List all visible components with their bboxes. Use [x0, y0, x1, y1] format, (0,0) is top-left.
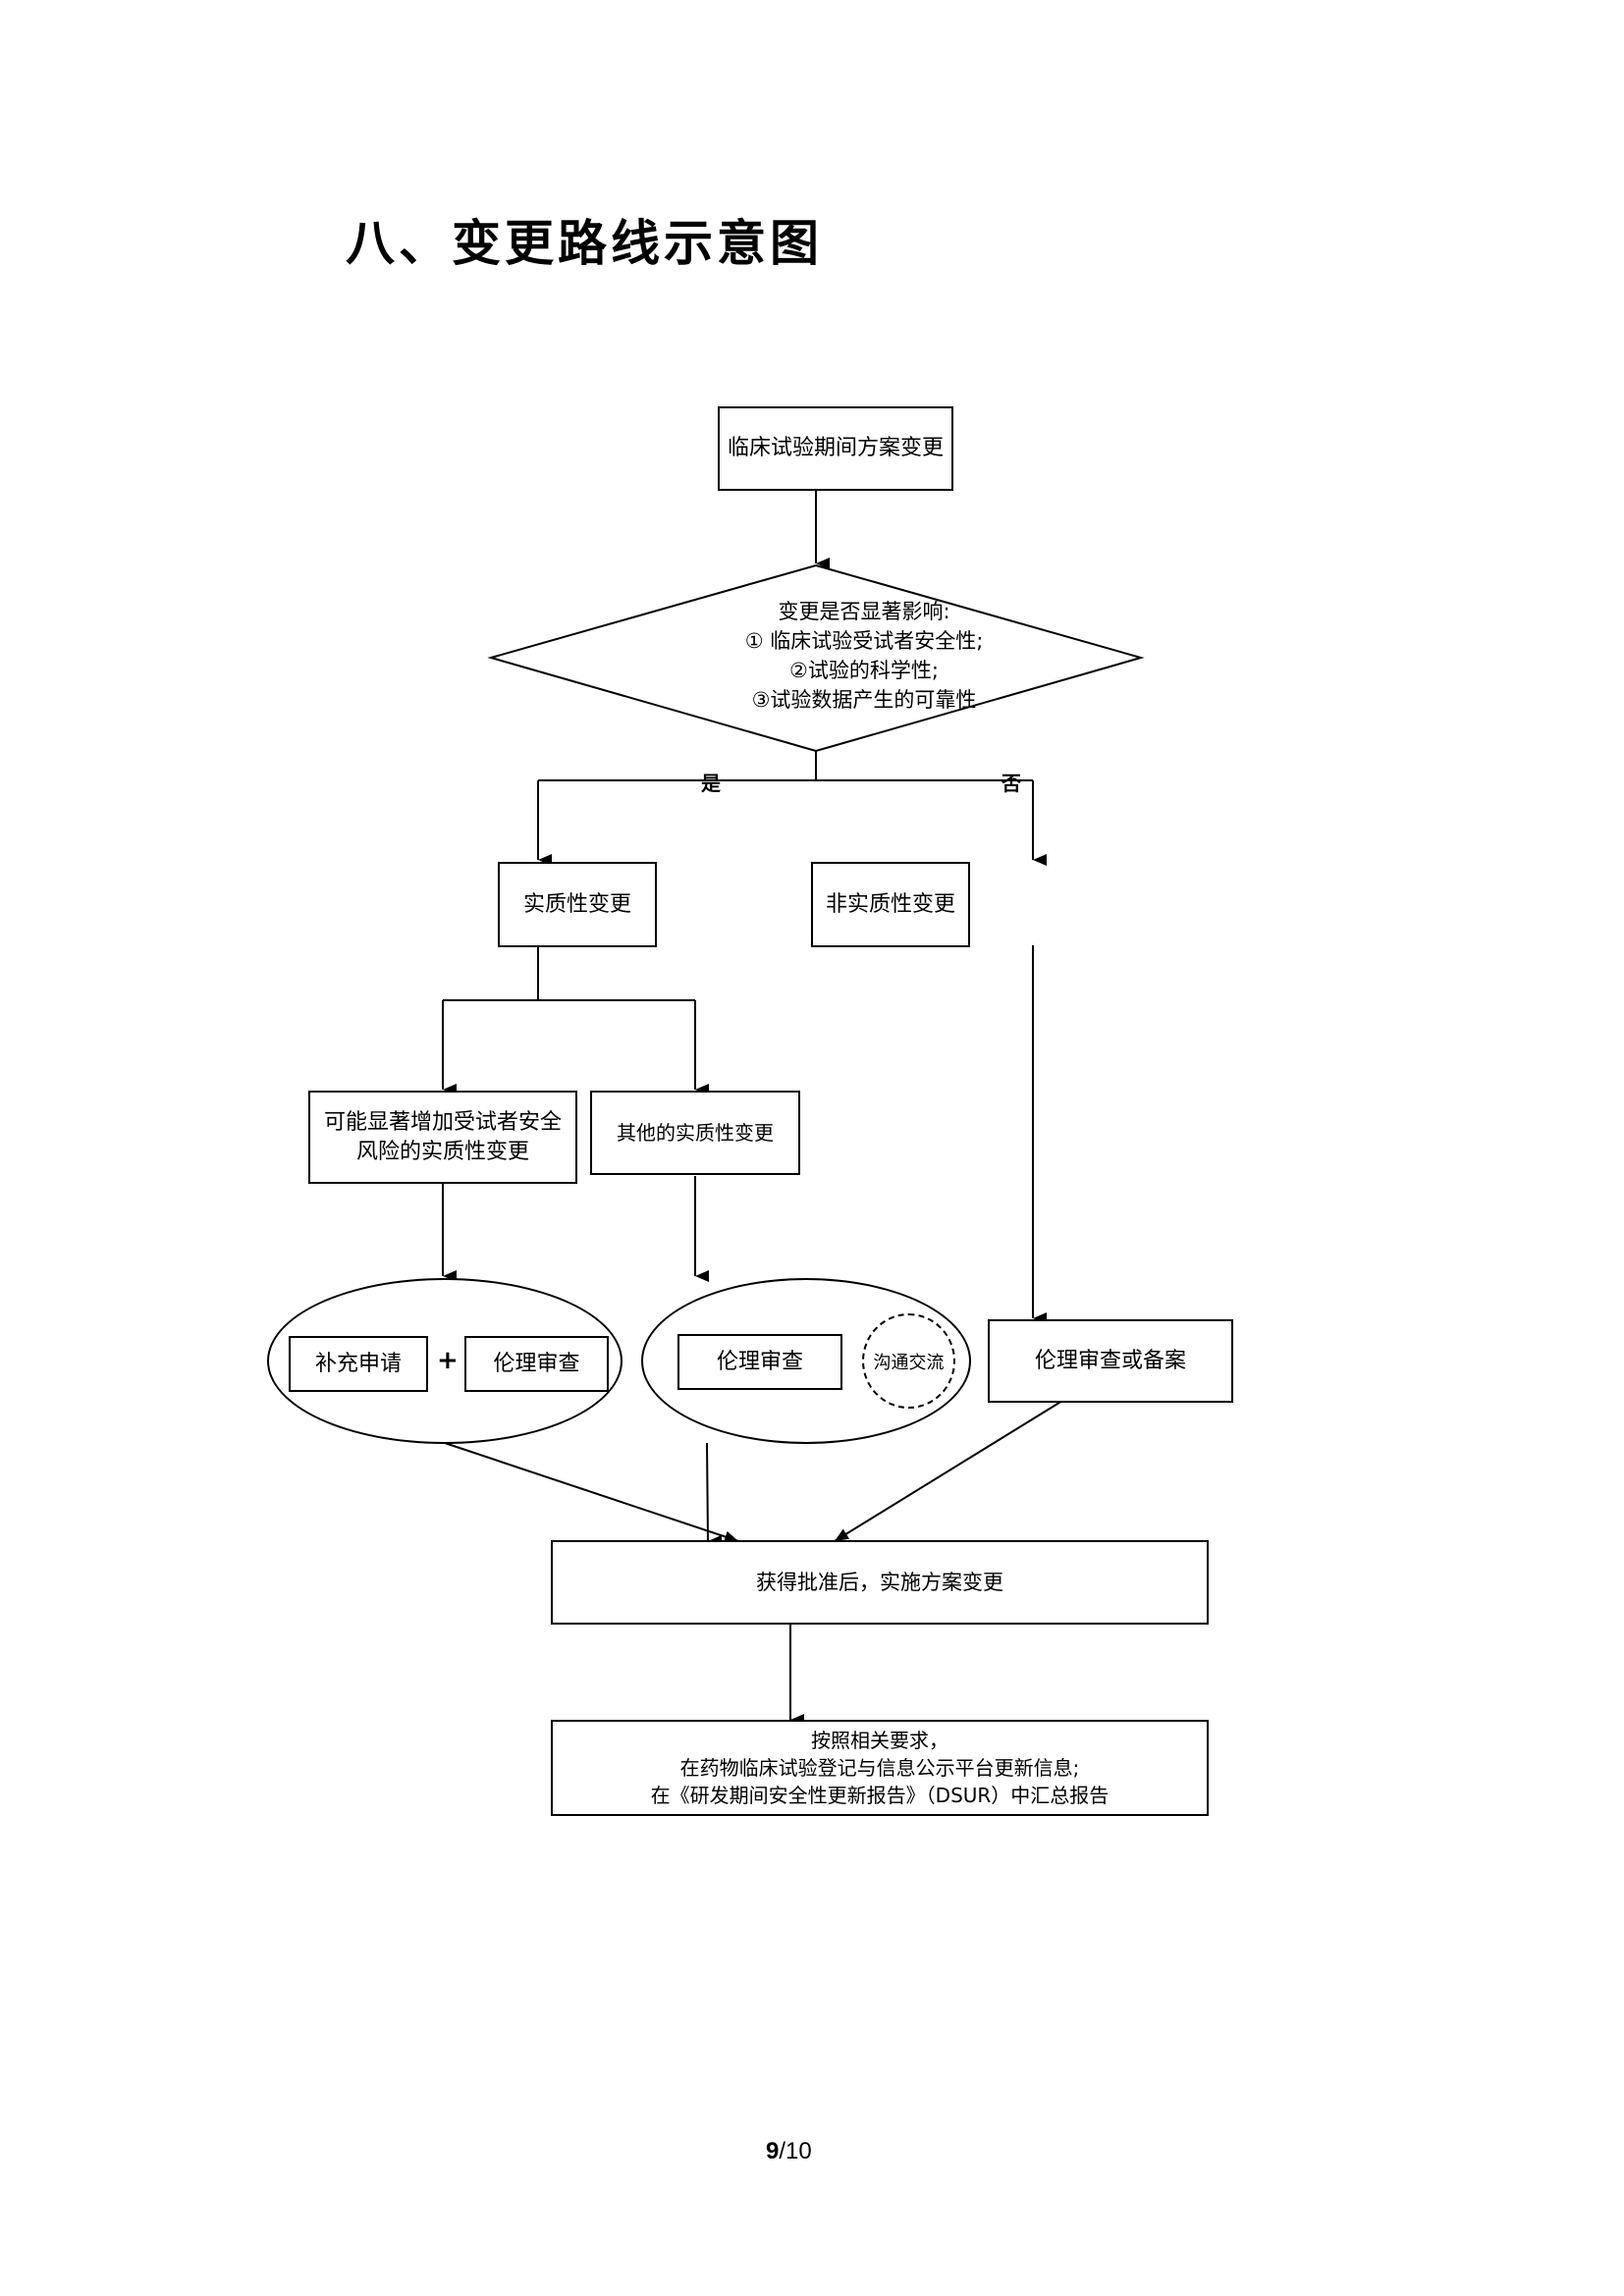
- decision-line-2: ① 临床试验受试者安全性;: [744, 629, 984, 653]
- ethics-review-label-1: 伦理审查: [493, 1351, 580, 1376]
- supplement-application-box: 补充申请: [289, 1336, 428, 1392]
- page-number: 9/10: [766, 2138, 812, 2165]
- start-label: 临床试验期间方案变更: [727, 436, 944, 460]
- ethics-review-label-2: 伦理审查: [716, 1349, 803, 1374]
- implement-change-label: 获得批准后，实施方案变更: [756, 1571, 1003, 1594]
- reporting-line-1: 按照相关要求，: [810, 1729, 948, 1752]
- decision-text: 变更是否显著影响: ① 临床试验受试者安全性; ②试验的科学性; ③试验数据产生…: [609, 597, 1119, 715]
- reporting-box: 按照相关要求， 在药物临床试验登记与信息公示平台更新信息; 在《研发期间安全性更…: [551, 1720, 1209, 1816]
- start-box: 临床试验期间方案变更: [718, 406, 953, 491]
- supplement-application-label: 补充申请: [314, 1351, 402, 1376]
- non-substantial-change-box: 非实质性变更: [811, 862, 970, 947]
- branch-no-label: 否: [1001, 772, 1021, 795]
- page-current: 9: [766, 2138, 780, 2164]
- plus-sign: +: [437, 1346, 459, 1375]
- reporting-line-2: 在药物临床试验登记与信息公示平台更新信息;: [679, 1756, 1080, 1780]
- communication-label: 沟通交流: [873, 1352, 945, 1373]
- page-total: /10: [779, 2138, 812, 2164]
- high-risk-change-box: 可能显著增加受试者安全 风险的实质性变更: [308, 1091, 577, 1184]
- ethics-review-box-2: 伦理审查: [677, 1334, 842, 1390]
- other-substantial-label: 其他的实质性变更: [617, 1121, 774, 1145]
- decision-line-1: 变更是否显著影响:: [778, 600, 950, 623]
- reporting-line-3: 在《研发期间安全性更新报告》（DSUR）中汇总报告: [650, 1784, 1110, 1807]
- decision-line-3: ②试验的科学性;: [789, 659, 939, 682]
- communication-circle: 沟通交流: [862, 1313, 955, 1409]
- ethics-review-or-filing-box: 伦理审查或备案: [988, 1319, 1233, 1403]
- ethics-review-box-1: 伦理审查: [464, 1336, 609, 1392]
- high-risk-line-1: 可能显著增加受试者安全: [323, 1109, 562, 1135]
- implement-change-box: 获得批准后，实施方案变更: [551, 1540, 1209, 1625]
- branch-yes-label: 是: [701, 772, 721, 795]
- ethics-review-or-filing-label: 伦理审查或备案: [1034, 1348, 1186, 1373]
- substantial-change-box: 实质性变更: [498, 862, 657, 947]
- section-title: 八、变更路线示意图: [346, 214, 823, 272]
- high-risk-line-2: 风险的实质性变更: [355, 1139, 529, 1164]
- other-substantial-change-box: 其他的实质性变更: [590, 1091, 800, 1175]
- non-substantial-change-label: 非实质性变更: [825, 891, 955, 917]
- decision-line-4: ③试验数据产生的可靠性: [751, 688, 977, 712]
- substantial-change-label: 实质性变更: [522, 891, 631, 917]
